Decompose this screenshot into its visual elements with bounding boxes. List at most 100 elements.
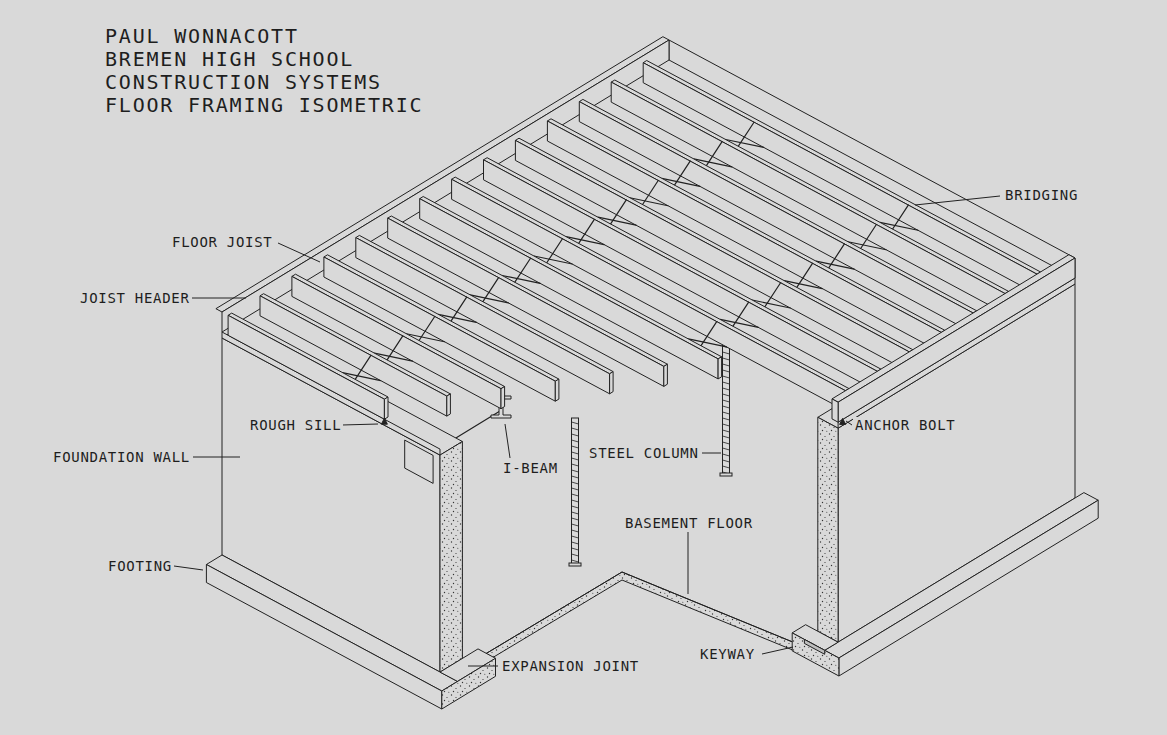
part-label: ROUGH SILL (248, 417, 343, 433)
part-label: JOIST HEADER (78, 290, 192, 306)
column-thread (572, 458, 579, 460)
part-label: ANCHOR BOLT (853, 417, 957, 433)
column-thread (723, 448, 730, 450)
column-thread (723, 466, 730, 468)
column-thread (572, 512, 579, 514)
title-line: BREMEN HIGH SCHOOL (103, 48, 356, 70)
part-label: STEEL COLUMN (587, 445, 701, 461)
column-thread (572, 446, 579, 448)
wall-section (818, 417, 838, 642)
leader-line (174, 566, 203, 570)
column-thread (723, 370, 730, 372)
floor-joist-end (447, 394, 451, 416)
title-line: FLOOR FRAMING ISOMETRIC (103, 94, 425, 116)
floor-joist-end (384, 397, 388, 419)
column-thread (572, 422, 579, 424)
footing-face (206, 565, 441, 710)
column-thread (723, 388, 730, 390)
leader-line (278, 243, 320, 262)
column-thread (723, 412, 730, 414)
part-label: FOOTING (106, 558, 174, 574)
column-base-plate (569, 563, 581, 566)
keyway-groove (804, 639, 824, 654)
part-label: FLOOR JOIST (170, 234, 274, 250)
leader-line (342, 424, 378, 425)
column-thread (572, 434, 579, 436)
column-thread (572, 536, 579, 538)
column-thread (723, 436, 730, 438)
column-thread (572, 482, 579, 484)
column-thread (572, 548, 579, 550)
part-label: BRIDGING (1003, 187, 1080, 203)
joist-header-end (832, 399, 838, 422)
title-line: CONSTRUCTION SYSTEMS (103, 71, 384, 93)
joist-header (838, 258, 1075, 422)
column-thread (572, 500, 579, 502)
floor-joist (228, 315, 384, 419)
column-base-plate (720, 473, 732, 476)
column-thread (723, 406, 730, 408)
anchor-bolt (840, 418, 846, 424)
column-thread (723, 364, 730, 366)
footing-top (206, 555, 457, 691)
column-thread (572, 488, 579, 490)
column-thread (572, 494, 579, 496)
part-label: BASEMENT FLOOR (623, 515, 755, 531)
leader-line (505, 424, 510, 458)
floor-joist-end (718, 357, 722, 379)
column-thread (572, 470, 579, 472)
part-label: I-BEAM (501, 460, 560, 476)
leader-line (688, 532, 689, 594)
leader-line (702, 453, 721, 454)
slab-edge (462, 572, 800, 668)
column-thread (572, 440, 579, 442)
column-thread (723, 358, 730, 360)
column-thread (723, 424, 730, 426)
title-line: PAUL WONNACOTT (103, 25, 301, 47)
joist-header-top (832, 255, 1075, 403)
column-thread (572, 560, 579, 562)
column-thread (572, 476, 579, 478)
column-thread (572, 554, 579, 556)
column-thread (572, 452, 579, 454)
column-thread (723, 430, 730, 432)
leader-line (915, 196, 1000, 205)
floor-joist-end (610, 372, 614, 394)
column-thread (572, 542, 579, 544)
column-thread (572, 530, 579, 532)
floor-joist-top (228, 313, 388, 399)
column-thread (723, 382, 730, 384)
basement-floor-slab (462, 572, 800, 676)
column-thread (723, 454, 730, 456)
column-thread (723, 418, 730, 420)
column-thread (723, 394, 730, 396)
column-thread (572, 506, 579, 508)
leader-line (192, 298, 246, 299)
column-thread (723, 352, 730, 354)
part-label: EXPANSION JOINT (500, 658, 641, 674)
floor-joist-end (555, 379, 559, 401)
wall-section (440, 442, 462, 673)
footing-top (825, 493, 1098, 658)
column-thread (572, 518, 579, 520)
column-thread (723, 442, 730, 444)
steel-column (572, 418, 579, 565)
part-label: FOUNDATION WALL (51, 449, 192, 465)
footing-face (839, 500, 1098, 676)
column-thread (723, 376, 730, 378)
leader-line (846, 421, 852, 425)
floor-joist-end (664, 364, 668, 386)
steel-column (723, 330, 730, 475)
floor-joist-end (501, 387, 505, 409)
leader-line (762, 647, 793, 654)
leader-line (468, 666, 498, 667)
column-thread (723, 400, 730, 402)
footing-end (792, 633, 839, 676)
part-label: KEYWAY (698, 646, 757, 662)
anchor-bolt (381, 418, 387, 424)
column-thread (572, 524, 579, 526)
column-thread (723, 460, 730, 462)
leader-line (193, 457, 240, 458)
column-thread (572, 464, 579, 466)
column-thread (572, 428, 579, 430)
